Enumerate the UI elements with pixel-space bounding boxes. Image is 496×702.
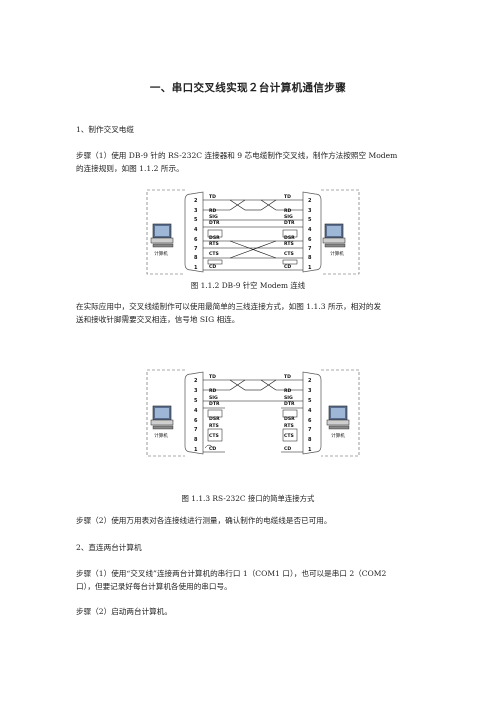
signal-label: CD (209, 446, 216, 452)
right-connector-shell (302, 191, 322, 273)
pin-number: 7 (308, 246, 312, 252)
signal-label: DTR (209, 220, 220, 226)
signal-label: RD (284, 388, 292, 394)
pin-number: 5 (308, 398, 312, 404)
pin-number: 3 (194, 388, 198, 394)
pin-number: 2 (194, 198, 198, 204)
right-computer-icon (326, 405, 350, 430)
signal-label: RD (209, 388, 217, 394)
para2-line1: 在实际应用中，交叉线缆制作可以使用最简单的三线连接方式，如图 1.1.3 所示，… (76, 302, 382, 311)
step4-text: 步骤（2）启动两台计算机。 (76, 607, 172, 616)
pin-number: 6 (308, 418, 312, 424)
left-computer-label: 计算机 (154, 432, 168, 439)
pin-number: 5 (194, 217, 198, 223)
pin-number: 5 (194, 398, 198, 404)
left-frame (146, 369, 185, 457)
right-frame (321, 189, 360, 275)
page-title: 一、串口交叉线实现２台计算机通信步骤 (149, 82, 347, 94)
signal-label: TD (209, 374, 216, 380)
signal-label: SIG (209, 395, 218, 401)
pin-number: 1 (308, 447, 312, 453)
left-connector-shell (184, 191, 204, 273)
signal-label: DSR (209, 416, 220, 422)
pin-number: 1 (308, 265, 312, 271)
signal-label: CTS (284, 433, 294, 439)
left-computer-icon (150, 405, 174, 430)
pin-number: 4 (194, 227, 198, 233)
pin-number: 3 (308, 208, 312, 214)
signal-label: DSR (284, 416, 295, 422)
right-connector-shell (302, 371, 322, 455)
pin-number: 1 (194, 265, 198, 271)
right-pin-numbers: 2 3 5 4 6 7 8 1 (308, 198, 312, 271)
para2-line2: 送和接收针脚需要交叉相连，信号地 SIG 相连。 (76, 315, 240, 324)
pin-number: 8 (308, 255, 312, 261)
pin-number: 2 (308, 198, 312, 204)
step1-line1: 步骤（1）使用 DB-9 针的 RS-232C 连接器和 9 芯电缆制作交叉线，… (76, 151, 398, 160)
pin-number: 6 (194, 237, 198, 243)
pin-number: 6 (308, 237, 312, 243)
wiring (203, 199, 303, 271)
step3-line1: 步骤（1）使用“交叉线”连接两台计算机的串行口 1（COM1 口），也可以是串口… (76, 569, 387, 578)
signal-label: DSR (209, 235, 220, 241)
left-frame (146, 189, 185, 275)
signal-label: CD (284, 264, 291, 270)
pin-number: 8 (194, 437, 198, 443)
signal-label: DTR (284, 401, 295, 407)
pin-number: 5 (308, 217, 312, 223)
left-computer-label: 计算机 (154, 250, 168, 257)
signal-label: DTR (209, 401, 220, 407)
pin-number: 7 (194, 427, 198, 433)
pin-number: 2 (308, 378, 312, 384)
signal-label: RTS (284, 241, 294, 247)
signal-label: CTS (209, 433, 219, 439)
pin-number: 8 (194, 255, 198, 261)
figure-caption-2: 图 1.1.3 RS-232C 接口的简单连接方式 (181, 494, 315, 503)
figure-simple-three-wire-diagram: 计算机 计算机 2 3 5 4 6 7 8 1 2 3 5 4 6 7 8 1 … (146, 369, 360, 457)
left-computer-icon (150, 223, 174, 248)
signal-label: DSR (284, 235, 295, 241)
pin-number: 7 (308, 427, 312, 433)
signal-label: SIG (284, 395, 293, 401)
section-heading-1: 1、制作交叉电缆 (76, 125, 134, 134)
pin-number: 8 (308, 437, 312, 443)
left-connector-shell (184, 371, 204, 455)
signal-label: RTS (209, 241, 219, 247)
signal-label: SIG (284, 214, 293, 220)
pin-number: 3 (308, 388, 312, 394)
right-frame (321, 369, 360, 457)
step2-text: 步骤（2）使用万用表对各连接线进行测量，确认制作的电缆线是否已可用。 (76, 516, 332, 525)
right-computer-label: 计算机 (330, 250, 344, 257)
signal-label: DTR (284, 220, 295, 226)
signal-label: CTS (284, 251, 294, 257)
signal-label: CD (209, 264, 216, 270)
signal-label: RD (209, 208, 217, 214)
signal-label: CTS (209, 251, 219, 257)
right-computer-icon (322, 223, 346, 248)
pin-number: 4 (308, 408, 312, 414)
pin-number: 1 (194, 447, 198, 453)
signal-label: TD (209, 194, 216, 200)
step1-line2: 的连接规则，如图 1.1.2 所示。 (76, 164, 184, 173)
signal-label: RTS (284, 423, 294, 429)
step3-line2: 口），但要记录好每台计算机各使用的串口号。 (76, 582, 232, 591)
figure-caption-1: 图 1.1.2 DB-9 针空 Modem 连线 (190, 281, 306, 290)
left-pin-numbers: 2 3 5 4 6 7 8 1 (194, 198, 198, 271)
signal-label: RD (284, 208, 292, 214)
right-computer-label: 计算机 (331, 432, 345, 439)
pin-number: 6 (194, 418, 198, 424)
pin-number: 4 (308, 227, 312, 233)
wiring (203, 379, 303, 453)
pin-number: 2 (194, 378, 198, 384)
signal-label: TD (284, 194, 291, 200)
pin-number: 3 (194, 208, 198, 214)
figure-null-modem-diagram: 计算机 计算机 2 3 5 4 6 7 8 1 2 3 5 4 6 7 8 1 … (146, 189, 360, 275)
signal-label: CD (284, 446, 291, 452)
pin-number: 7 (194, 246, 198, 252)
pin-number: 4 (194, 408, 198, 414)
section-heading-2: 2、直连两台计算机 (76, 543, 142, 552)
signal-label: RTS (209, 423, 219, 429)
signal-label: TD (284, 374, 291, 380)
signal-label: SIG (209, 214, 218, 220)
